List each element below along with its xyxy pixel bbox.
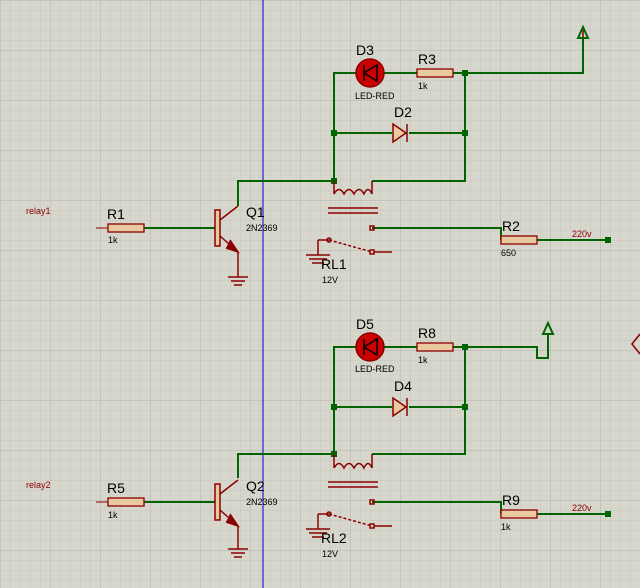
r9-label: R9: [502, 492, 520, 508]
d5-label: D5: [356, 316, 374, 332]
rl2-relay[interactable]: [306, 454, 392, 538]
d2-diode[interactable]: [392, 122, 408, 144]
r8-value: 1k: [418, 355, 428, 365]
r2-label: R2: [502, 218, 520, 234]
relay1-circuit: relay1 R1 1k Q1 2N2369 D3 LED-RE: [26, 24, 611, 286]
q2-model: 2N2369: [246, 497, 278, 507]
relay1-input-label: relay1: [26, 206, 51, 216]
r5-label: R5: [107, 480, 125, 496]
r8-resistor[interactable]: [416, 342, 454, 352]
relay2-power-terminal[interactable]: [541, 320, 555, 335]
r1-resistor[interactable]: [96, 223, 145, 233]
d4-label: D4: [394, 378, 412, 394]
rl1-relay[interactable]: [306, 181, 392, 264]
d4-diode[interactable]: [392, 396, 408, 418]
d3-label: D3: [356, 42, 374, 58]
rl2-value: 12V: [322, 549, 338, 559]
d3-model: LED-RED: [355, 91, 395, 101]
q2-label: Q2: [246, 478, 265, 494]
relay1-output-label: 220v: [572, 229, 592, 239]
r9-value: 1k: [501, 522, 511, 532]
relay1-power-terminal[interactable]: [576, 24, 590, 39]
q1-label: Q1: [246, 204, 265, 220]
edge-component-partial: [631, 333, 640, 355]
r3-value: 1k: [418, 81, 428, 91]
r2-value: 650: [501, 248, 516, 258]
r9-resistor[interactable]: [500, 509, 538, 519]
q1-transistor[interactable]: [214, 205, 248, 286]
rl1-value: 12V: [322, 275, 338, 285]
r1-label: R1: [107, 206, 125, 222]
rl2-label: RL2: [321, 530, 347, 546]
r8-label: R8: [418, 325, 436, 341]
relay2-input-label: relay2: [26, 480, 51, 490]
d5-led[interactable]: [355, 332, 385, 362]
r3-label: R3: [418, 51, 436, 67]
r5-resistor[interactable]: [96, 497, 145, 507]
r2-resistor[interactable]: [500, 235, 538, 245]
r3-resistor[interactable]: [416, 68, 454, 78]
relay2-output-label: 220v: [572, 503, 592, 513]
d3-led[interactable]: [355, 58, 385, 88]
r1-value: 1k: [108, 235, 118, 245]
q2-transistor[interactable]: [214, 479, 248, 558]
rl1-label: RL1: [321, 256, 347, 272]
d5-model: LED-RED: [355, 364, 395, 374]
relay2-wires: [144, 333, 608, 515]
q1-model: 2N2369: [246, 223, 278, 233]
r5-value: 1k: [108, 510, 118, 520]
d2-label: D2: [394, 104, 412, 120]
relay2-circuit: relay2 R5 1k Q2 2N2369 D5 LED-RED: [26, 316, 640, 559]
